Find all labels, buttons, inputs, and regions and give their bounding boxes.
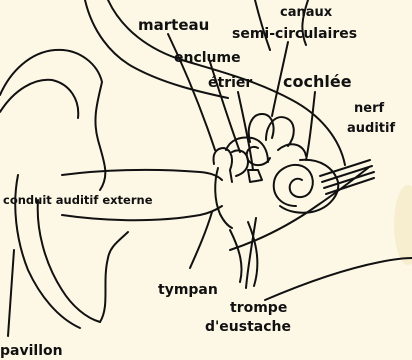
label-marteau: marteau bbox=[138, 16, 209, 34]
label-pavillon: pavillon bbox=[0, 343, 63, 359]
label-canaux-line1: canaux bbox=[280, 5, 333, 20]
label-tympan: tympan bbox=[158, 282, 218, 298]
label-trompe-line2: d'eustache bbox=[205, 319, 291, 335]
label-conduit: conduit auditif externe bbox=[3, 193, 153, 207]
label-trompe-line1: trompe bbox=[230, 300, 287, 316]
label-cochlee: cochlée bbox=[283, 72, 352, 91]
label-etrier: étrier bbox=[208, 75, 252, 91]
label-canaux-line2: semi-circulaires bbox=[232, 26, 357, 42]
label-nerf-line2: auditif bbox=[347, 121, 395, 136]
label-enclume: enclume bbox=[174, 50, 241, 66]
label-nerf-line1: nerf bbox=[354, 101, 384, 116]
